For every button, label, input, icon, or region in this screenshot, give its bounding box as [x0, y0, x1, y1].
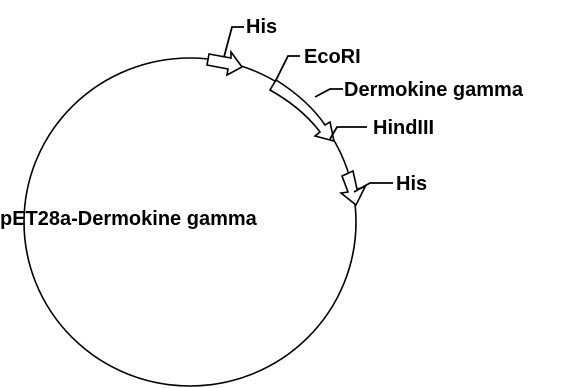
label-his-1: His: [246, 16, 277, 38]
dermokine-gamma-insert-arrow: [268, 78, 336, 143]
leader-dermokine-gamma: [314, 88, 343, 98]
label-his-2: His: [396, 173, 427, 195]
label-dermokine-gamma: Dermokine gamma: [344, 79, 524, 101]
leader-his-2: [353, 182, 393, 193]
leader-hindiii: [329, 126, 367, 140]
his-tag-arrow-2: [339, 169, 367, 207]
leader-ecori: [274, 55, 300, 83]
leader-his-1: [223, 26, 244, 58]
his-tag-arrow-1: [206, 49, 244, 77]
plasmid-name: pET28a-Dermokine gamma: [0, 208, 258, 230]
plasmid-backbone: [23, 57, 357, 387]
label-ecori: EcoRI: [304, 46, 361, 68]
label-hindiii: HindIII: [373, 117, 434, 139]
